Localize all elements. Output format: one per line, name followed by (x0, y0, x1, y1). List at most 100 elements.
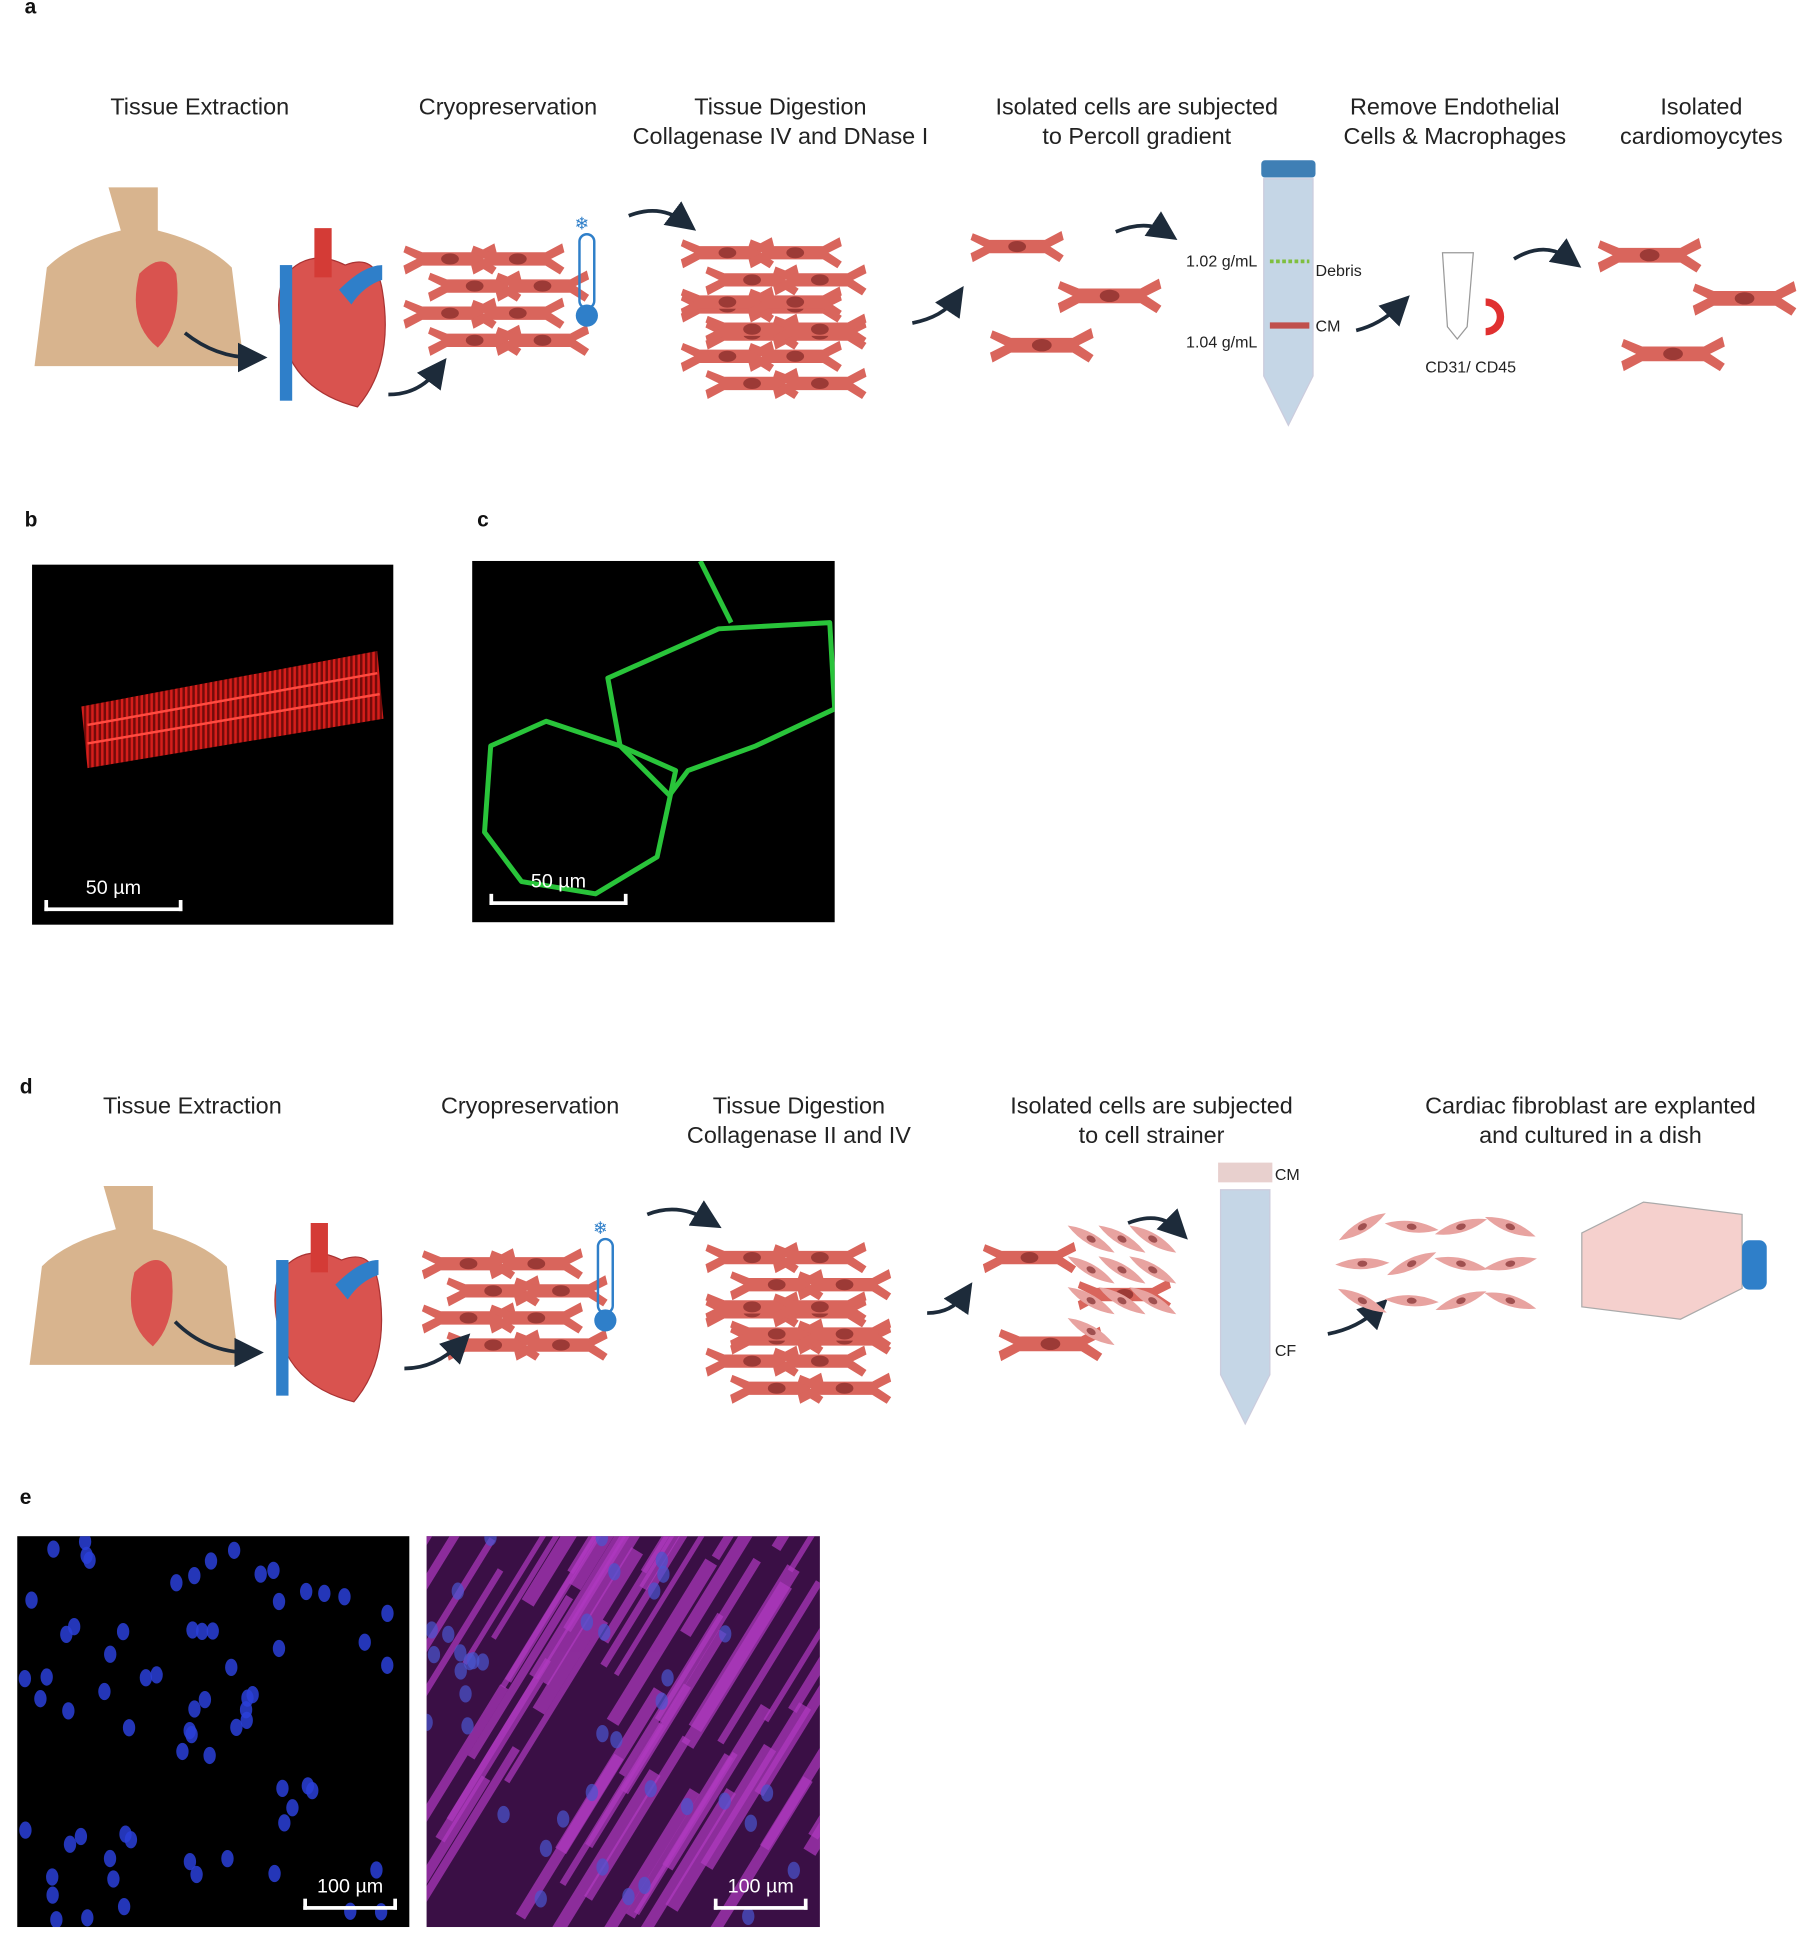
scale-label: 50 µm (85, 877, 142, 899)
nucleus (25, 1591, 38, 1609)
arrow-icon (1115, 211, 1178, 240)
cell-nucleus (508, 307, 527, 319)
title-line1: Remove Endothelial (1349, 94, 1560, 121)
arrow-icon (183, 331, 268, 373)
cardiomyocyte-icon (705, 313, 799, 345)
cardiomyocyte-icon (471, 243, 565, 275)
nucleus (596, 1858, 609, 1876)
cardiomyocyte-icon (1692, 281, 1797, 316)
step-a2-title: Cryopreservation (418, 94, 598, 121)
fibroblast-icon (1434, 1218, 1488, 1235)
nucleus (47, 1540, 60, 1558)
fiber (763, 1627, 820, 1723)
nucleus (381, 1604, 394, 1623)
nucleus (117, 1898, 131, 1916)
fiber (504, 1536, 602, 1683)
scale-label: 100 µm (317, 1876, 384, 1898)
cardiomyocyte-icon (748, 340, 842, 372)
aorta-icon (314, 228, 332, 278)
cardiomyocyte-icon (489, 1302, 583, 1334)
cell-nucleus (1117, 1297, 1127, 1305)
nucleus (338, 1588, 351, 1606)
nucleus (150, 1666, 163, 1684)
nucleus (198, 1690, 212, 1709)
nucleus (78, 1536, 92, 1551)
cell-membrane-green-stain (482, 560, 835, 897)
fibroblast-icon (1384, 1220, 1439, 1233)
fibroblast-icon (1067, 1287, 1115, 1315)
cf-label: CF (1274, 1341, 1297, 1360)
nucleus (381, 1656, 394, 1674)
nucleus (107, 1870, 120, 1888)
fibroblast-icon (1484, 1292, 1537, 1309)
pulmonary-artery-icon (339, 265, 383, 305)
cell-nucleus (508, 253, 527, 265)
cm-label-d: CM (1274, 1165, 1300, 1184)
fibroblast-icon (1435, 1291, 1487, 1310)
cell-nucleus (1407, 1260, 1417, 1268)
cardiomyocyte-icon (514, 1329, 608, 1361)
nucleus (122, 1719, 136, 1737)
nucleus (50, 1911, 63, 1928)
nucleus (225, 1658, 238, 1677)
cardiomyocyte-icon (421, 1302, 516, 1334)
cell-nucleus (1086, 1327, 1096, 1336)
cell-nucleus (767, 1382, 786, 1394)
nucleus (742, 1907, 755, 1926)
fiber (435, 1676, 544, 1843)
cardiomyocyte-icon (403, 243, 497, 275)
nucleus (195, 1622, 209, 1640)
cell-nucleus (811, 274, 829, 286)
panel-e-label: e (19, 1485, 32, 1510)
arrow-icon (404, 1333, 471, 1371)
nucleus (268, 1864, 281, 1883)
cardiomyocyte-icon (680, 340, 775, 372)
cardiomyocyte-icon (403, 297, 497, 329)
cardiomyocyte-icon (990, 327, 1094, 363)
nucleus (18, 1670, 32, 1688)
fibroblast-icon (1098, 1225, 1146, 1253)
cell-nucleus (484, 1285, 503, 1297)
cell-nucleus (1456, 1223, 1466, 1230)
nucleus (119, 1825, 132, 1843)
nucleus (227, 1541, 241, 1559)
nucleus (595, 1536, 608, 1547)
nucleus (80, 1546, 93, 1565)
fibroblast-icon (1384, 1295, 1439, 1307)
fiber (426, 1536, 460, 1590)
fibroblast-icon (1129, 1287, 1177, 1315)
micrograph-e-fibroblasts: 100 µm (426, 1536, 820, 1928)
cardiomyocyte-icon (797, 1372, 892, 1404)
cardiomyocyte-icon (1597, 237, 1702, 273)
title-line2: Collagenase II and IV (686, 1123, 911, 1150)
fibroblast-icon (1067, 1317, 1115, 1346)
title-line1: Isolated (1660, 94, 1743, 121)
nucleus (40, 1668, 53, 1686)
cardiomyocyte-icon (705, 1345, 799, 1377)
fiber (504, 1619, 609, 1784)
cell-nucleus (718, 350, 737, 362)
cardiomyocyte-icon (982, 1242, 1077, 1274)
fiber (532, 1547, 644, 1715)
fibroblast-icon (1387, 1252, 1437, 1276)
cell-nucleus (743, 1301, 761, 1313)
fibroblast-icon (1129, 1256, 1177, 1284)
nucleus (454, 1644, 467, 1662)
fibroblast-icon (1067, 1256, 1115, 1284)
nucleus (34, 1690, 47, 1708)
cell-nucleus (1020, 1252, 1039, 1264)
step-d1-title: Tissue Extraction (102, 1093, 282, 1120)
small-heart-icon (135, 261, 178, 348)
cell-nucleus (1357, 1223, 1367, 1231)
nucleus (254, 1565, 267, 1583)
markers-label: CD31/ CD45 (1425, 357, 1517, 377)
title-line1: Isolated cells are subjected (995, 94, 1279, 121)
nucleus (539, 1839, 553, 1858)
nucleus (301, 1777, 315, 1795)
nucleus (267, 1561, 280, 1580)
nucleus (139, 1669, 153, 1687)
